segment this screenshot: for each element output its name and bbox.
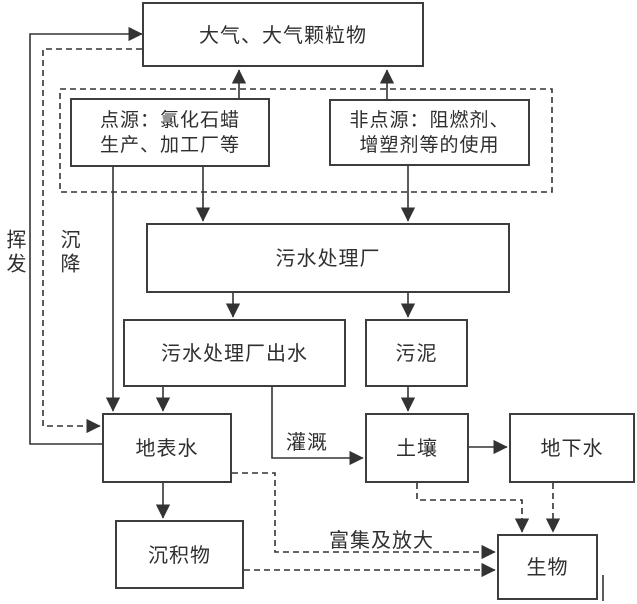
nonpoint-source-label-line1: 非点源：阻燃剂、 xyxy=(349,108,510,131)
soil-label: 土壤 xyxy=(396,436,438,460)
arrow-deposition xyxy=(42,48,142,434)
sources-dashed-frame xyxy=(59,88,553,193)
sediment-box: 沉积物 xyxy=(115,520,244,589)
point-source-label-line2: 生产、加工厂等 xyxy=(99,133,240,156)
arrow-volatilization xyxy=(29,26,143,445)
wwtp-box: 污水处理厂 xyxy=(146,223,510,293)
point-source-box: 点源：氯化石蜡 生产、加工厂等 xyxy=(70,98,270,167)
bioaccumulation-label: 富集及放大 xyxy=(329,528,434,552)
nonpoint-source-box: 非点源：阻燃剂、 增塑剂等的使用 xyxy=(329,99,530,166)
biota-label: 生物 xyxy=(526,555,569,579)
surface-water-box: 地表水 xyxy=(102,413,232,483)
arrow-surfacewater-to-biota xyxy=(232,472,496,560)
groundwater-box: 地下水 xyxy=(509,413,635,483)
volatilization-label: 挥发 xyxy=(3,229,27,277)
sediment-label: 沉积物 xyxy=(148,542,211,567)
groundwater-label: 地下水 xyxy=(540,436,604,460)
deposition-label: 沉降 xyxy=(57,229,81,277)
arrow-irrigation xyxy=(271,387,364,466)
surface-water-label: 地表水 xyxy=(135,436,199,460)
irrigation-label: 灌溉 xyxy=(286,430,328,454)
wwtp-label: 污水处理厂 xyxy=(275,246,381,270)
atmosphere-box: 大气、大气颗粒物 xyxy=(142,2,424,67)
wwtp-effluent-label: 污水处理厂出水 xyxy=(161,341,308,365)
sludge-box: 污泥 xyxy=(365,319,468,387)
soil-box: 土壤 xyxy=(365,413,469,483)
wwtp-effluent-box: 污水处理厂出水 xyxy=(123,319,346,387)
sludge-label: 污泥 xyxy=(395,341,438,365)
biota-box: 生物 xyxy=(497,534,598,600)
point-source-label-line1: 点源：氯化石蜡 xyxy=(99,108,240,131)
atmosphere-label: 大气、大气颗粒物 xyxy=(199,22,367,47)
nonpoint-source-label-line2: 增塑剂等的使用 xyxy=(359,133,500,156)
